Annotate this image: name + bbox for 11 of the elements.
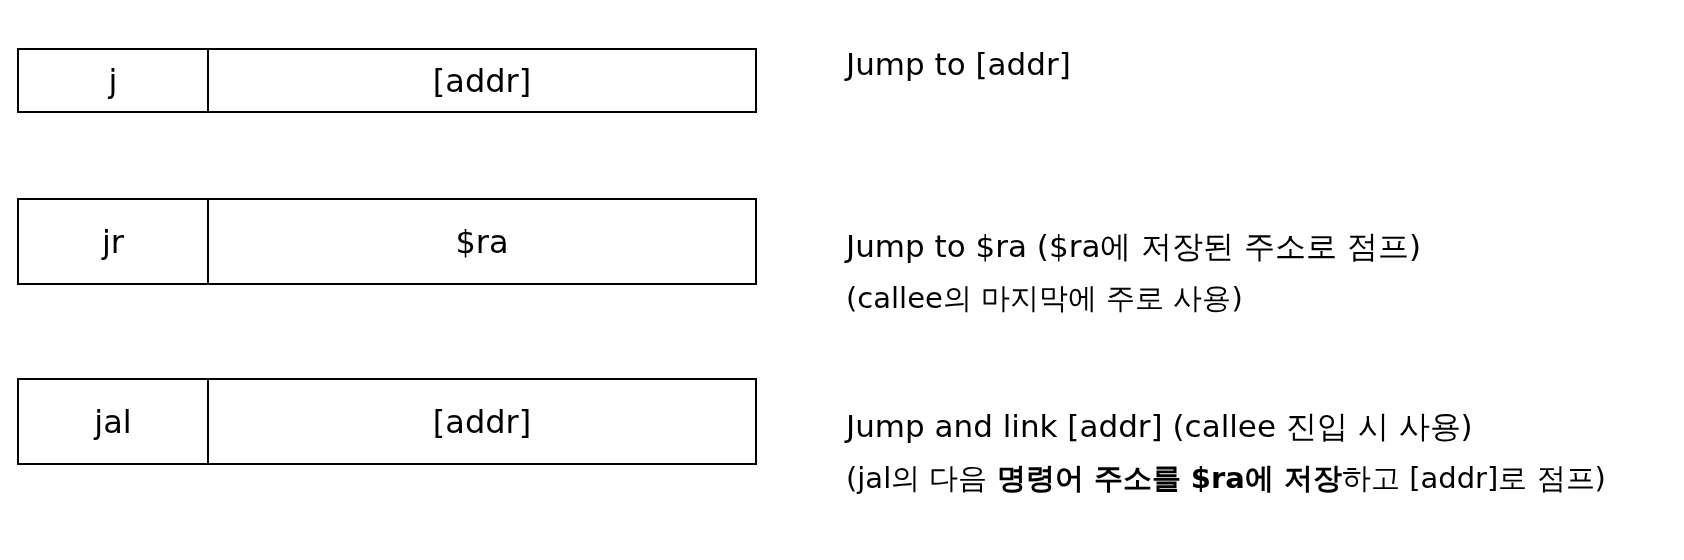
description-text: (jal의 다음 명령어 주소를 $ra에 저장하고 [addr]로 점프) — [846, 460, 1606, 497]
instruction-field: jr — [17, 198, 209, 285]
description-text: Jump and link [addr] (callee 진입 시 사용) — [846, 407, 1473, 446]
description-text: (callee의 마지막에 주로 사용) — [846, 280, 1243, 317]
instruction-field: $ra — [207, 198, 757, 285]
description-text: Jump to [addr] — [846, 45, 1071, 84]
instruction-field: jal — [17, 378, 209, 465]
instruction-field: [addr] — [207, 48, 757, 113]
instruction-field: [addr] — [207, 378, 757, 465]
description-text: Jump to $ra ($ra에 저장된 주소로 점프) — [846, 227, 1422, 266]
instruction-field: j — [17, 48, 209, 113]
